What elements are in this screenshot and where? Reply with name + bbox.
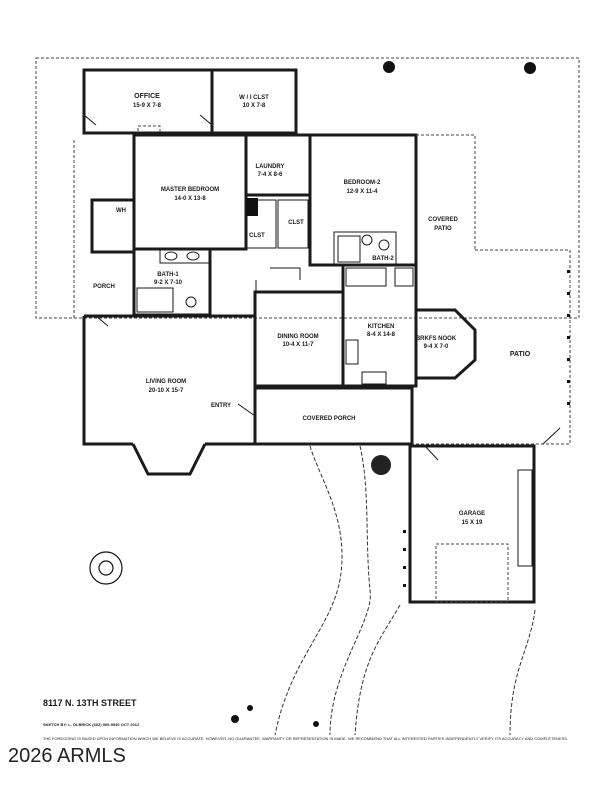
kitchen-walls <box>253 263 477 388</box>
water-heater-label: WH <box>116 208 126 214</box>
shrub-icon <box>371 455 391 475</box>
garage-outline <box>403 444 536 604</box>
living-room-label: LIVING ROOM <box>146 379 186 385</box>
porch-label: PORCH <box>93 284 115 290</box>
bath1-size: 9-2 X 7-10 <box>154 280 183 286</box>
tree-icon <box>524 62 536 74</box>
bedroom2-size: 12-9 X 11-4 <box>346 189 378 195</box>
living-walls <box>82 314 257 476</box>
lot-outline <box>35 57 580 319</box>
garage-size: 15 X 19 <box>462 520 483 526</box>
covered-porch-label: COVERED PORCH <box>302 416 355 422</box>
shrub-icon <box>231 705 319 727</box>
entry-label: ENTRY <box>211 403 231 409</box>
flower-icon <box>89 551 123 585</box>
tree-icon <box>383 61 395 73</box>
laundry-label: LAUNDRY <box>255 164 284 170</box>
covered-patio-label-1: COVERED <box>428 217 458 223</box>
kitchen-label: KITCHEN <box>368 324 395 330</box>
covered-porch-outline <box>253 386 414 446</box>
closet-label: CLST <box>249 233 265 239</box>
covered-patio-label-2: PATIO <box>434 226 452 232</box>
disclaimer-text: THE FOREGOING IS BASED UPON INFORMATION … <box>43 737 568 741</box>
dining-room-label: DINING ROOM <box>277 334 318 340</box>
wi-closet-size: 10 X 7-8 <box>243 103 266 109</box>
closet-label: CLST <box>288 220 304 226</box>
brkfs-nook-size: 9-4 X 7-0 <box>424 344 449 350</box>
office-label: OFFICE <box>134 93 160 100</box>
wi-closet-label: W / I CLST <box>239 95 269 101</box>
master-bedroom-label: MASTER BEDROOM <box>161 187 219 193</box>
kitchen-size: 8-4 X 14-8 <box>367 332 396 338</box>
office-size: 15-9 X 7-8 <box>133 103 162 109</box>
office-block <box>82 68 298 135</box>
bath2-label: BATH-2 <box>372 256 394 262</box>
dining-room-size: 10-4 X 11-7 <box>282 342 314 348</box>
patio-outline <box>412 249 571 445</box>
walkway <box>274 445 536 736</box>
laundry-size: 7-4 X 8-6 <box>258 172 283 178</box>
sketch-credit: SKETCH BY: L. OLBRICK (602) 909-9940 OCT… <box>43 722 140 727</box>
watermark: 2026 ARMLS <box>8 745 126 767</box>
garage-label: GARAGE <box>459 511 485 517</box>
brkfs-nook-label: BRKFS NOOK <box>416 336 457 342</box>
bath1-label: BATH-1 <box>157 272 179 278</box>
patio-label: PATIO <box>510 351 531 358</box>
address-label: 8117 N. 13TH STREET <box>43 698 137 708</box>
bedroom2-label: BEDROOM-2 <box>344 180 381 186</box>
living-room-size: 20-10 X 15-7 <box>149 388 184 394</box>
master-bedroom-size: 14-0 X 13-8 <box>174 196 206 202</box>
